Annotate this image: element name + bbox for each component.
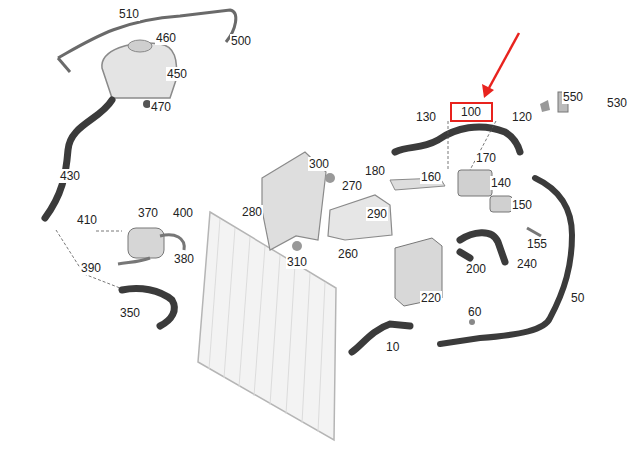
callout-number: 220 <box>420 291 442 305</box>
callout-number: 240 <box>516 257 538 271</box>
callout-number: 200 <box>465 262 487 276</box>
callout-number: 430 <box>59 169 81 183</box>
callout-number: 380 <box>173 252 195 266</box>
callout-number: 120 <box>511 110 533 124</box>
callout-number: 370 <box>137 206 159 220</box>
callout-number: 180 <box>364 164 386 178</box>
callout-number: 460 <box>155 31 177 45</box>
callout-number: 130 <box>415 110 437 124</box>
highlight-box: 100 <box>450 102 493 122</box>
callout-number: 150 <box>511 198 533 212</box>
callout-number: 50 <box>570 291 585 305</box>
callout-number: 280 <box>241 205 263 219</box>
callout-number: 390 <box>80 261 102 275</box>
callout-number: 350 <box>119 306 141 320</box>
callout-number: 530 <box>606 96 628 110</box>
callout-number: 300 <box>308 157 330 171</box>
callout-number: 155 <box>526 237 548 251</box>
callout-number: 170 <box>475 151 497 165</box>
callout-number: 470 <box>150 100 172 114</box>
callout-number: 270 <box>341 179 363 193</box>
callout-number: 260 <box>337 247 359 261</box>
callout-number: 500 <box>230 34 252 48</box>
callout-number: 60 <box>467 305 482 319</box>
callout-number: 400 <box>172 206 194 220</box>
callout-number: 100 <box>461 105 482 119</box>
callout-number: 290 <box>366 207 388 221</box>
callout-number: 140 <box>490 176 512 190</box>
radiator <box>198 212 336 440</box>
callout-number: 410 <box>76 213 98 227</box>
callout-number: 310 <box>286 255 308 269</box>
callout-number: 510 <box>118 7 140 21</box>
callout-number: 160 <box>420 170 442 184</box>
callout-number: 550 <box>562 90 584 104</box>
callout-number: 10 <box>385 340 400 354</box>
callout-number: 450 <box>166 67 188 81</box>
